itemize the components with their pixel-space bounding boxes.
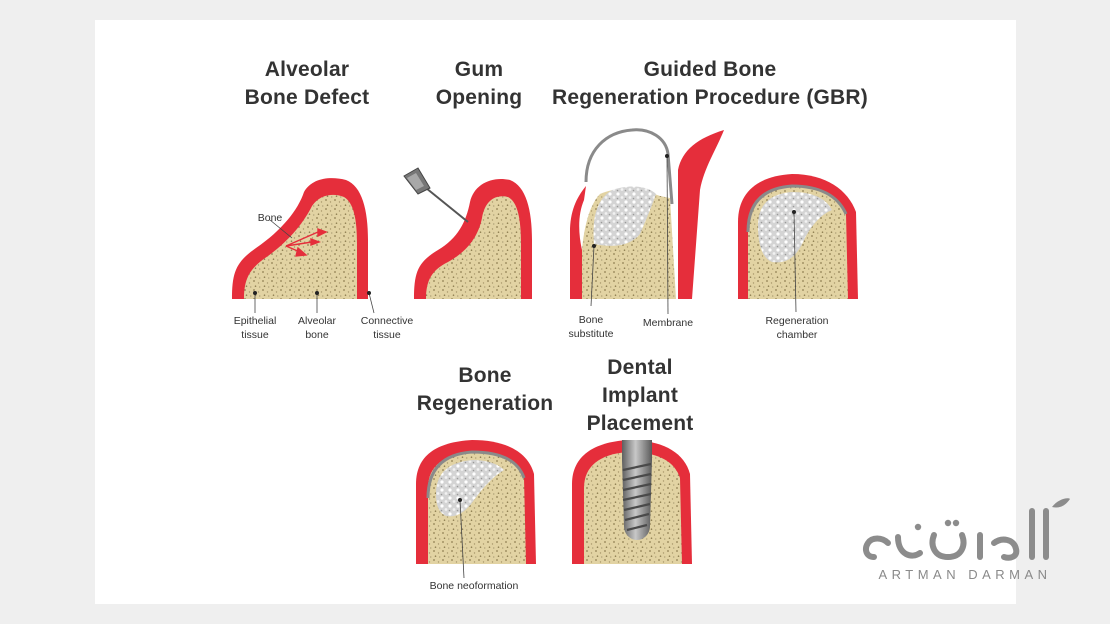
alveolar-defect-ridge [232,178,368,299]
label-bone: Bone [257,212,283,224]
leader-lines-panel-4 [793,211,797,313]
bone-arrows [285,227,328,257]
logo-latin-text: ARTMAN DARMAN [878,567,1052,582]
regeneration-chamber-ridge [738,174,858,299]
bone-regeneration-ridge [416,440,536,564]
label-epithelial-tissue: Epithelial tissue [233,315,277,341]
scalpel-icon [403,167,469,223]
label-bone-substitute: Bone substitute [568,314,614,340]
leader-lines-panel-1 [254,219,375,314]
label-alveolar-bone: Alveolar bone [298,315,336,341]
gbr-procedure-ridge [570,130,724,299]
label-connective-tissue: Connective tissue [360,315,414,341]
dental-implant-icon [622,440,652,540]
title-gum-opening: Gum Opening [435,58,523,109]
figure-panel [95,20,1016,604]
title-bone-regeneration: Bone Regeneration [416,364,554,415]
label-regeneration-chamber: Regeneration chamber [765,315,829,341]
title-dental-implant-placement: Dental Implant Placement [586,356,694,435]
leader-lines-panel-3 [590,155,669,315]
gum-opening-ridge [414,178,532,299]
membrane [584,128,674,205]
logo-mark [863,498,1070,561]
title-gbr: Guided Bone Regeneration Procedure (GBR) [552,58,868,109]
artman-darman-logo: ARTMAN DARMAN [860,497,1070,592]
title-alveolar-bone-defect: Alveolar Bone Defect [244,58,370,109]
leader-lines-panel-5 [459,499,465,579]
label-membrane: Membrane [642,317,694,329]
label-bone-neoformation: Bone neoformation [429,580,519,592]
